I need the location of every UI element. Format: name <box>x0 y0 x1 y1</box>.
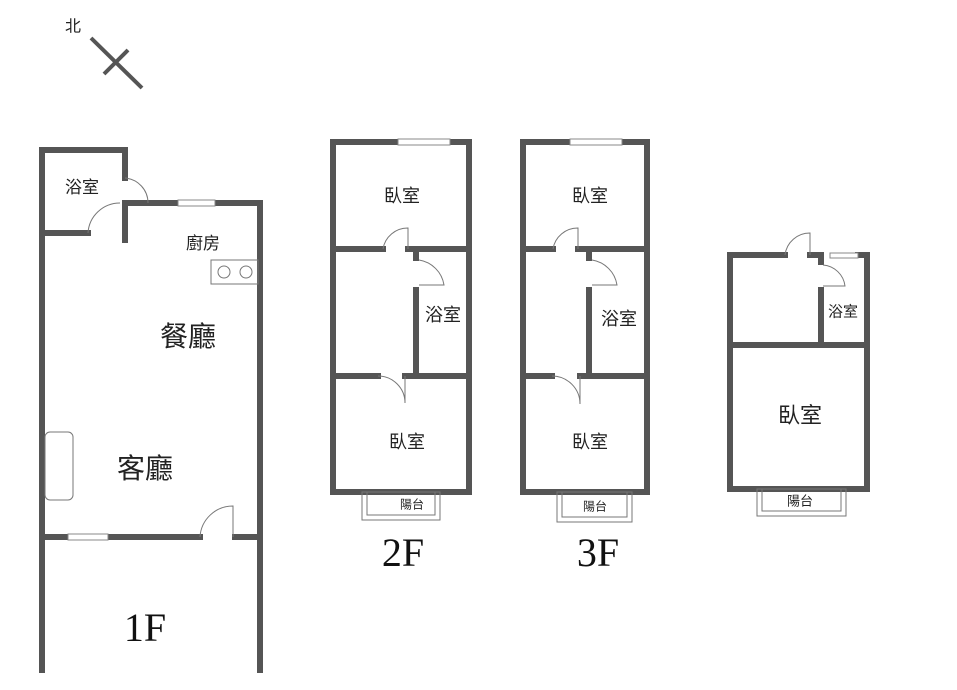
room-label-bedroom: 臥室 <box>389 432 425 453</box>
door-icon <box>552 227 579 250</box>
window <box>569 138 623 146</box>
balcony-rail <box>561 491 628 518</box>
room-label-kitchen: 廚房 <box>186 233 220 254</box>
room-label-bedroom: 臥室 <box>384 186 420 207</box>
room-label-balcony: 陽台 <box>400 497 424 512</box>
burner-icon <box>239 265 253 279</box>
window <box>67 533 109 541</box>
door-icon <box>551 375 581 405</box>
door-icon <box>199 505 234 538</box>
floor-1f: 浴室 廚房 餐廳 客廳 1F <box>39 147 263 673</box>
room-label-balcony: 陽台 <box>583 499 607 514</box>
window <box>397 138 451 146</box>
stove-icon <box>210 259 259 285</box>
floor-label-1f: 1F <box>124 605 166 650</box>
room-label-bedroom: 臥室 <box>572 186 608 207</box>
floor-label-3f: 3F <box>577 530 619 575</box>
door-icon <box>87 202 121 234</box>
window <box>829 252 859 259</box>
north-label: 北 <box>65 17 81 36</box>
room-label-living: 客廳 <box>117 452 173 485</box>
balcony-rail <box>366 491 436 516</box>
floor-3f: 臥室 浴室 臥室 陽台 3F <box>520 138 650 575</box>
balcony-rail <box>761 488 842 512</box>
door-icon <box>382 227 409 250</box>
room-label-bath: 浴室 <box>65 178 99 198</box>
room-label-bath: 浴室 <box>601 309 637 330</box>
room-label-balcony: 陽台 <box>787 495 813 510</box>
sofa-icon <box>44 431 74 501</box>
compass: 北 <box>65 17 144 90</box>
door-icon <box>822 264 846 287</box>
room-label-bath: 浴室 <box>425 305 461 326</box>
room-label-bath: 浴室 <box>828 303 858 321</box>
room-label-bedroom: 臥室 <box>778 404 822 429</box>
door-icon <box>377 375 406 404</box>
room-label-bedroom: 臥室 <box>572 432 608 453</box>
burner-icon <box>217 265 231 279</box>
window <box>177 199 216 207</box>
door-icon <box>591 259 618 286</box>
room-label-dining: 餐廳 <box>160 320 216 353</box>
compass-cross-icon <box>102 48 130 76</box>
floor-2f: 臥室 浴室 臥室 陽台 2F <box>330 138 472 575</box>
door-icon <box>418 259 445 286</box>
door-icon <box>124 177 149 204</box>
floor-label-2f: 2F <box>382 530 424 575</box>
floor-4f: 浴室 臥室 陽台 <box>727 232 870 517</box>
door-icon <box>784 232 811 256</box>
